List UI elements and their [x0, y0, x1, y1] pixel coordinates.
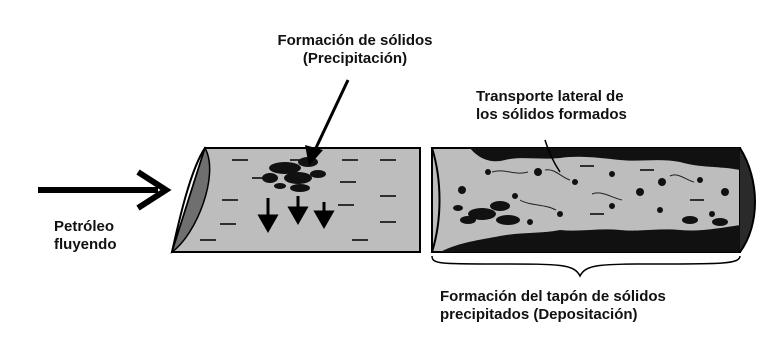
left-pipe-opening	[170, 146, 211, 254]
precipitate-cluster	[262, 157, 326, 192]
top-deposit	[470, 148, 740, 170]
left-pipe-section	[170, 146, 421, 254]
precipitation-label-line2: (Precipitación)	[302, 50, 408, 67]
transport-label: Transporte lateral de los sólidos formad…	[476, 88, 627, 124]
transport-pointer	[544, 139, 561, 173]
flow-label: Petróleo fluyendo	[54, 218, 117, 254]
flow-label-line1: Petróleo	[54, 218, 115, 235]
flow-label-line2: fluyendo	[54, 236, 117, 253]
suspended-particles	[458, 168, 729, 225]
precipitation-pointer	[305, 79, 350, 166]
settling-arrows	[257, 196, 335, 234]
right-fluid-dashes	[580, 165, 704, 215]
precipitation-label-line1: Formación de sólidos	[277, 32, 433, 49]
transport-label-line2: los sólidos formados	[476, 106, 627, 123]
deposit-cluster	[453, 201, 728, 226]
transport-label-line1: Transporte lateral de	[476, 88, 624, 105]
right-pipe-opening	[739, 147, 756, 253]
bottom-deposit	[440, 225, 740, 252]
transport-streaks	[491, 169, 695, 211]
flow-arrow	[38, 169, 172, 211]
deposition-label-line2: precipitados (Depositación)	[440, 306, 638, 323]
right-pipe-section	[431, 147, 756, 253]
deposition-brace	[431, 255, 741, 278]
precipitation-label: Formación de sólidos (Precipitación)	[240, 32, 470, 68]
deposition-label: Formación del tapón de sólidos precipita…	[440, 288, 666, 324]
deposition-label-line1: Formación del tapón de sólidos	[440, 288, 666, 305]
